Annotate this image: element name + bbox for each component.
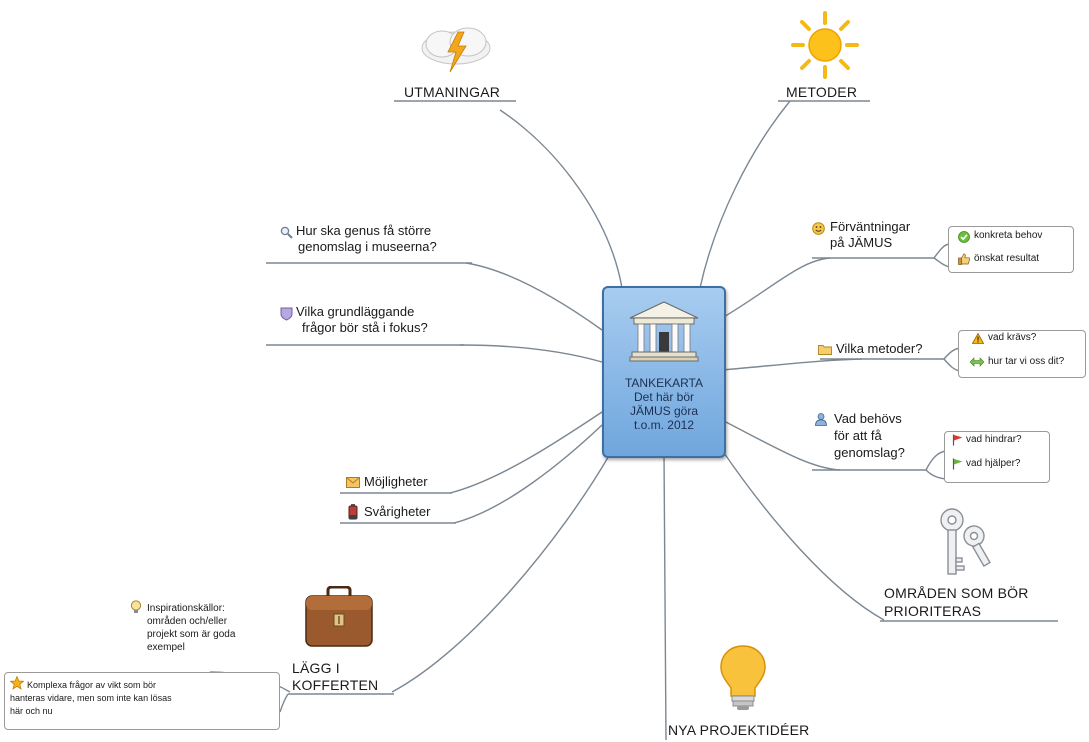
kofferten-line-2: KOFFERTEN <box>292 677 379 693</box>
connector-genus <box>465 262 603 331</box>
child-konkreta-behov[interactable]: konkreta behov <box>974 230 1043 241</box>
branch-nya-projektideer[interactable]: NYA PROJEKTIDÉER <box>668 722 810 738</box>
komplexa-line-3: här och nu <box>10 706 53 716</box>
inspiration-line-2: områden och/eller <box>147 616 228 627</box>
question-shield-icon <box>280 307 293 321</box>
storm-cloud-icon <box>421 27 491 73</box>
central-line-2: Det här bör <box>633 390 695 404</box>
fragor-line-1: Vilka grundläggande <box>296 304 415 319</box>
sun-icon <box>791 11 859 79</box>
kofferten-line-1: LÄGG I <box>292 660 340 676</box>
child-vad-hjalper[interactable]: vad hjälper? <box>966 458 1021 469</box>
child-hur-tar-vi-oss-dit[interactable]: hur tar vi oss dit? <box>988 356 1065 367</box>
forvantningar-line-2: på JÄMUS <box>830 235 893 251</box>
connector-utmaningar <box>499 109 623 289</box>
komplexa-box <box>4 672 280 730</box>
central-topic[interactable]: TANKEKARTA Det här bör JÄMUS göra t.o.m.… <box>602 286 726 458</box>
central-line-1: TANKEKARTA <box>624 376 704 390</box>
bulb-small-icon <box>130 600 142 613</box>
connector-forvantningar <box>721 257 831 319</box>
node-inspiration[interactable]: Inspirationskällor: områden och/eller pr… <box>147 602 235 654</box>
smiley-icon <box>812 222 825 235</box>
branch-vilka-metoder[interactable]: Vilka metoder? <box>836 341 923 356</box>
central-line-4: t.o.m. 2012 <box>633 418 695 432</box>
branch-mojligheter[interactable]: Möjligheter <box>364 474 428 489</box>
branch-metoder[interactable]: METODER <box>786 84 858 100</box>
thumbs-up-icon <box>958 253 970 265</box>
child-vad-hindrar[interactable]: vad hindrar? <box>966 434 1022 445</box>
connector-vad-behovs <box>721 419 841 471</box>
inspiration-line-4: exempel <box>147 642 185 653</box>
connector-mojligheter <box>449 411 603 494</box>
branch-genus[interactable]: Hur ska genus få större genomslag i muse… <box>296 223 437 256</box>
battery-icon <box>348 504 358 520</box>
green-flag-icon <box>952 458 963 470</box>
connector-vilka-metoder <box>721 358 863 371</box>
vad-behovs-line-2: för att få <box>834 428 882 443</box>
branch-omraden[interactable]: OMRÅDEN SOM BÖR PRIORITERAS <box>884 584 1029 620</box>
node-komplexa[interactable]: Komplexa frågor av vikt som bör hanteras… <box>10 679 172 718</box>
connector-svarigheter <box>453 424 603 524</box>
museum-building-icon <box>629 301 699 362</box>
branch-utmaningar[interactable]: UTMANINGAR <box>404 84 501 100</box>
genus-line-2: genomslag i museerna? <box>298 239 437 255</box>
connector-kofferten <box>391 453 611 693</box>
keys-icon <box>940 508 991 575</box>
child-vad-kravs[interactable]: vad krävs? <box>988 332 1037 343</box>
komplexa-line-1: Komplexa frågor av vikt som bör <box>27 680 157 690</box>
komplexa-line-2: hanteras vidare, men som inte kan lösas <box>10 693 172 703</box>
branch-vad-behovs[interactable]: Vad behövs för att få genomslag? <box>834 410 905 461</box>
forvantningar-children-box <box>948 226 1074 273</box>
connector-komplexa <box>279 693 289 713</box>
forvantningar-line-1: Förväntningar <box>830 219 911 234</box>
branch-fragor[interactable]: Vilka grundläggande frågor bör stå i fok… <box>296 304 428 337</box>
fragor-line-2: frågor bör stå i fokus? <box>302 320 428 336</box>
omraden-line-1: OMRÅDEN SOM BÖR <box>884 585 1029 601</box>
magnifier-icon <box>280 226 293 239</box>
connector-metoder <box>699 100 791 289</box>
child-onskat-resultat[interactable]: önskat resultat <box>974 253 1040 264</box>
red-flag-icon <box>952 434 963 446</box>
star-icon <box>10 676 24 690</box>
people-icon <box>815 413 827 426</box>
light-bulb-icon <box>720 645 766 710</box>
folder-icon <box>818 345 832 355</box>
branch-kofferten[interactable]: LÄGG I KOFFERTEN <box>292 660 378 694</box>
connector-fragor <box>459 344 603 363</box>
central-topic-text: TANKEKARTA Det här bör JÄMUS göra t.o.m.… <box>604 376 724 432</box>
connector-nya <box>663 453 667 741</box>
genus-line-1: Hur ska genus få större <box>296 223 432 238</box>
inspiration-line-3: projekt som är goda <box>147 629 236 640</box>
branch-forvantningar[interactable]: Förväntningar på JÄMUS <box>830 219 910 252</box>
branch-svarigheter[interactable]: Svårigheter <box>364 504 431 519</box>
envelope-icon <box>346 477 360 488</box>
vad-behovs-line-3: genomslag? <box>834 445 905 460</box>
vad-behovs-children-box <box>944 431 1050 483</box>
arrows-icon <box>970 357 984 367</box>
briefcase-icon <box>305 586 373 647</box>
central-line-3: JÄMUS göra <box>629 404 699 418</box>
connector-omraden <box>721 449 885 621</box>
omraden-line-2: PRIORITERAS <box>884 603 982 619</box>
vad-behovs-line-1: Vad behövs <box>834 411 902 426</box>
check-icon <box>958 231 970 243</box>
warning-icon <box>972 333 984 344</box>
inspiration-line-1: Inspirationskällor: <box>147 603 225 614</box>
